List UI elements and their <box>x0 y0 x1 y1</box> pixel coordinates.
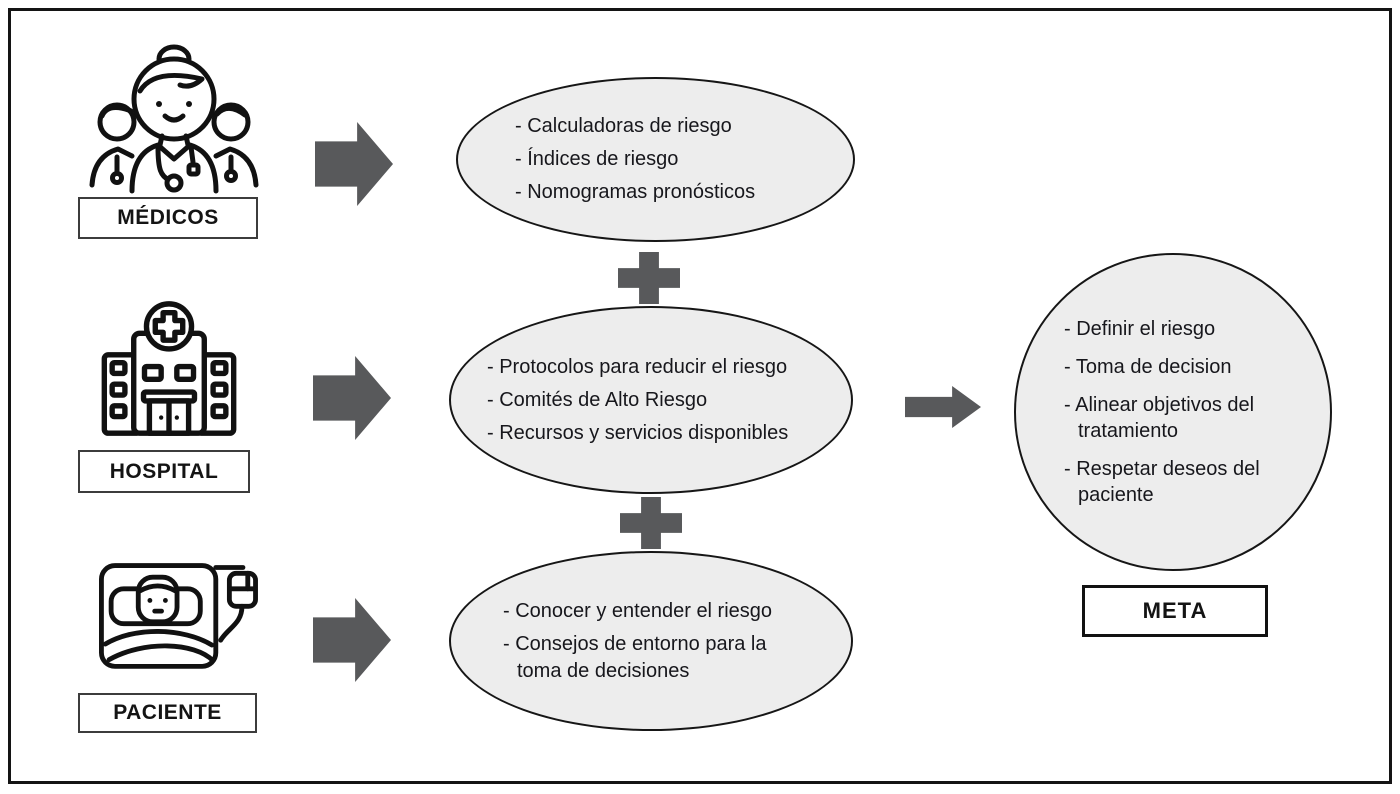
hospital-tools-ellipse: - Protocolos para reducir el riesgo - Co… <box>449 306 853 494</box>
bullet-item: - Respetar deseos del paciente <box>1064 458 1260 506</box>
diagram-border <box>8 8 1392 784</box>
hospital-icon <box>90 298 248 445</box>
bullet-item: - Protocolos para reducir el riesgo <box>487 355 788 378</box>
bullet-item: - Toma de decision <box>1064 356 1232 378</box>
label-medicos: MÉDICOS <box>78 197 258 239</box>
label-paciente-text: PACIENTE <box>113 701 222 724</box>
patient-in-bed-icon <box>94 552 262 678</box>
goal-circle: - Definir el riesgo - Toma de decision -… <box>1014 253 1332 571</box>
bullet-item: - Calculadoras de riesgo <box>515 115 732 137</box>
bullet-item: - Comités de Alto Riesgo <box>487 388 708 411</box>
label-meta: META <box>1082 585 1268 637</box>
label-medicos-text: MÉDICOS <box>117 206 219 229</box>
paciente-tools-ellipse: - Conocer y entender el riesgo - Consejo… <box>449 551 853 731</box>
bullet-item: - Consejos de entorno para la toma de de… <box>503 632 767 682</box>
label-meta-text: META <box>1142 598 1208 623</box>
bullet-item: - Nomogramas pronósticos <box>515 181 756 203</box>
bullet-item: - Alinear objetivos del tratamiento <box>1064 394 1255 442</box>
label-hospital-text: HOSPITAL <box>109 459 219 483</box>
bullet-item: - Definir el riesgo <box>1064 318 1216 340</box>
bullet-item: - Recursos y servicios disponibles <box>487 421 789 444</box>
bullet-item: - Conocer y entender el riesgo <box>503 599 773 622</box>
medical-team-icon <box>88 44 260 196</box>
medicos-tools-ellipse: - Calculadoras de riesgo - Índices de ri… <box>456 77 855 242</box>
label-hospital: HOSPITAL <box>78 450 250 493</box>
label-paciente: PACIENTE <box>78 693 257 733</box>
bullet-item: - Índices de riesgo <box>515 148 679 170</box>
